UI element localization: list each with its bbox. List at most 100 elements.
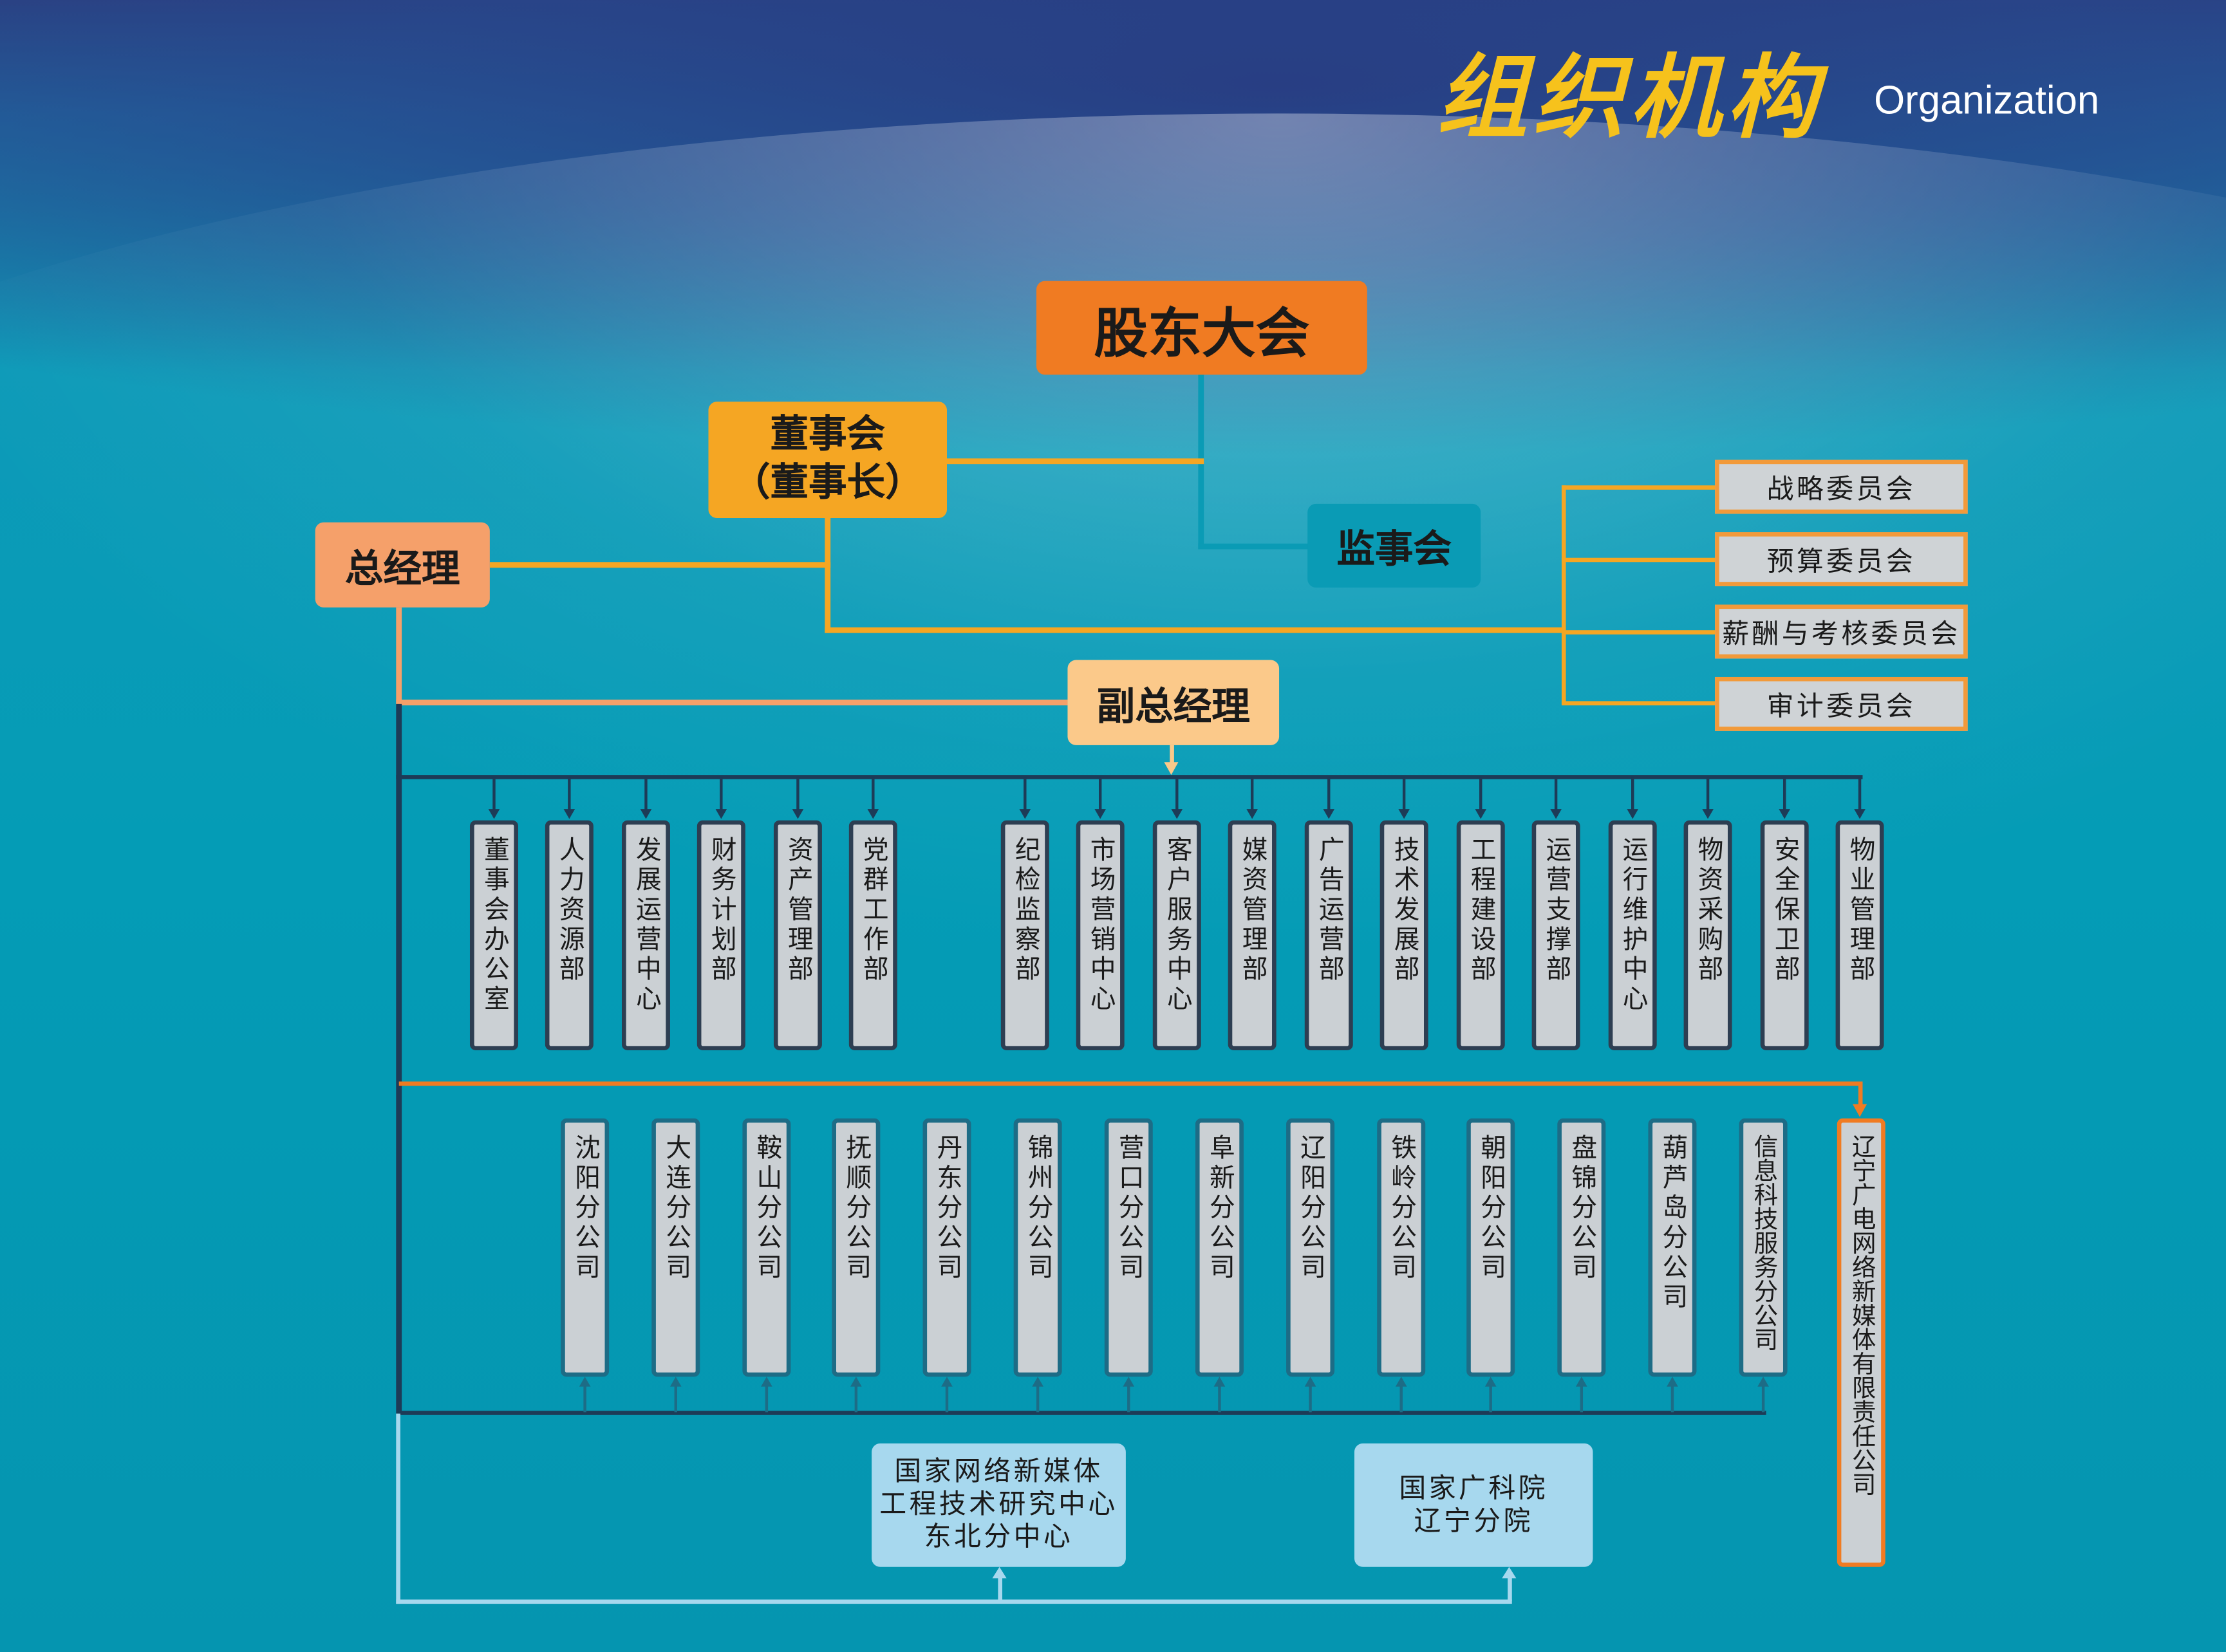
board-of-directors-box[interactable]: 董事会 （董事长） (708, 402, 948, 518)
connector (396, 1599, 1512, 1604)
chairman-label: （董事长） (731, 461, 924, 506)
department-label: 董事会办公室 (480, 835, 510, 1015)
branch-label: 朝阳分公司 (1476, 1134, 1506, 1283)
committee-strategy[interactable]: 战略委员会 (1715, 459, 1968, 514)
arrow-down-icon (1550, 809, 1562, 819)
page-title: 组织机构 (1436, 45, 1823, 152)
department-box[interactable]: 工程建设部 (1456, 820, 1505, 1050)
department-label: 媒资管理部 (1238, 835, 1268, 985)
department-box[interactable]: 人力资源部 (545, 820, 594, 1050)
connector (396, 775, 1863, 779)
department-box[interactable]: 运营支撑部 (1531, 820, 1580, 1050)
committee-label: 审计委员会 (1766, 690, 1916, 722)
branch-box[interactable]: 锦州分公司 (1013, 1118, 1062, 1377)
connector (568, 777, 571, 812)
arrow-down-icon (640, 809, 652, 819)
branch-box[interactable]: 辽阳分公司 (1286, 1118, 1335, 1377)
branch-box[interactable]: 信息科技服务分公司 (1739, 1118, 1788, 1377)
department-label: 工程建设部 (1466, 835, 1497, 985)
department-box[interactable]: 财务计划部 (697, 820, 745, 1050)
department-label: 物业管理部 (1846, 835, 1876, 985)
branch-box[interactable]: 抚顺分公司 (832, 1118, 881, 1377)
research-label: 工程技术研究中心 (879, 1489, 1118, 1520)
arrow-down-icon (1246, 809, 1258, 819)
arrow-down-icon (1702, 809, 1714, 819)
arrow-up-icon (1502, 1566, 1517, 1579)
arrow-up-icon (1395, 1377, 1407, 1387)
department-box[interactable]: 客户服务中心 (1152, 820, 1201, 1050)
department-box[interactable]: 纪检监察部 (1000, 820, 1049, 1050)
committee-compensation[interactable]: 薪酬与考核委员会 (1715, 604, 1968, 659)
department-label: 运营支撑部 (1542, 835, 1572, 985)
branch-box[interactable]: 朝阳分公司 (1466, 1118, 1515, 1377)
arrow-up-icon (1123, 1377, 1135, 1387)
shareholders-meeting-box[interactable]: 股东大会 (1036, 281, 1367, 375)
connector (796, 777, 800, 812)
connector (1489, 1385, 1492, 1413)
arrow-down-icon (1323, 809, 1335, 819)
connector (1670, 1385, 1674, 1413)
arrow-up-icon (1032, 1377, 1043, 1387)
connector (583, 1385, 586, 1413)
branch-label: 铁岭分公司 (1387, 1134, 1417, 1283)
department-box[interactable]: 市场营销中心 (1076, 820, 1125, 1050)
branch-box[interactable]: 盘锦分公司 (1557, 1118, 1606, 1377)
connector (1309, 1385, 1312, 1413)
department-label: 物资采购部 (1694, 835, 1724, 985)
branch-box[interactable]: 丹东分公司 (922, 1118, 971, 1377)
branch-box[interactable]: 铁岭分公司 (1377, 1118, 1426, 1377)
academy-branch-box[interactable]: 国家广科院 辽宁分院 (1354, 1443, 1593, 1567)
connector (396, 700, 1068, 706)
department-box[interactable]: 党群工作部 (848, 820, 897, 1050)
deputy-gm-box[interactable]: 副总经理 (1067, 660, 1280, 745)
arrow-down-icon (1854, 809, 1866, 819)
branch-label: 大连分公司 (661, 1134, 692, 1283)
branch-label: 沈阳分公司 (570, 1134, 601, 1283)
branch-label: 营口分公司 (1114, 1134, 1145, 1283)
connector (1561, 485, 1716, 490)
department-box[interactable]: 资产管理部 (773, 820, 822, 1050)
department-box[interactable]: 物资采购部 (1683, 820, 1732, 1050)
committee-audit[interactable]: 审计委员会 (1715, 676, 1968, 731)
branch-box[interactable]: 阜新分公司 (1195, 1118, 1244, 1377)
department-box[interactable]: 媒资管理部 (1228, 820, 1277, 1050)
connector (396, 607, 402, 704)
department-box[interactable]: 运行维护中心 (1608, 820, 1657, 1050)
research-label: 东北分中心 (924, 1521, 1074, 1553)
connector (765, 1385, 769, 1413)
general-manager-box[interactable]: 总经理 (315, 522, 490, 608)
connector (947, 458, 1204, 465)
department-box[interactable]: 技术发展部 (1380, 820, 1428, 1050)
arrow-down-icon (1019, 809, 1031, 819)
branch-label: 丹东分公司 (932, 1134, 963, 1283)
connector (1858, 777, 1862, 812)
connector (398, 1411, 1766, 1415)
arrow-down-icon (1094, 809, 1107, 819)
subsidiary-box[interactable]: 辽宁广电网络新媒体有限责任公司 (1837, 1118, 1885, 1567)
connector (1761, 1385, 1765, 1413)
research-center-box[interactable]: 国家网络新媒体 工程技术研究中心 东北分中心 (872, 1443, 1126, 1567)
committee-budget[interactable]: 预算委员会 (1715, 532, 1968, 586)
connector (1706, 777, 1710, 812)
department-box[interactable]: 广告运营部 (1304, 820, 1353, 1050)
department-box[interactable]: 物业管理部 (1835, 820, 1884, 1050)
arrow-down-icon (1171, 809, 1183, 819)
branch-box[interactable]: 沈阳分公司 (561, 1118, 610, 1377)
branch-box[interactable]: 鞍山分公司 (742, 1118, 791, 1377)
branch-box[interactable]: 营口分公司 (1104, 1118, 1153, 1377)
connector (720, 777, 723, 812)
department-box[interactable]: 董事会办公室 (469, 820, 518, 1050)
supervisory-label: 监事会 (1336, 528, 1452, 572)
connector (1036, 1385, 1040, 1413)
arrow-up-icon (579, 1377, 591, 1387)
branch-label: 锦州分公司 (1024, 1134, 1054, 1283)
department-label: 资产管理部 (783, 835, 814, 985)
department-box[interactable]: 安全保卫部 (1760, 820, 1809, 1050)
branch-box[interactable]: 大连分公司 (651, 1118, 700, 1377)
department-box[interactable]: 发展运营中心 (621, 820, 670, 1050)
connector (1098, 777, 1102, 812)
supervisory-board-box[interactable]: 监事会 (1307, 503, 1481, 588)
branch-box[interactable]: 葫芦岛分公司 (1648, 1118, 1697, 1377)
gm-label: 总经理 (344, 547, 460, 591)
